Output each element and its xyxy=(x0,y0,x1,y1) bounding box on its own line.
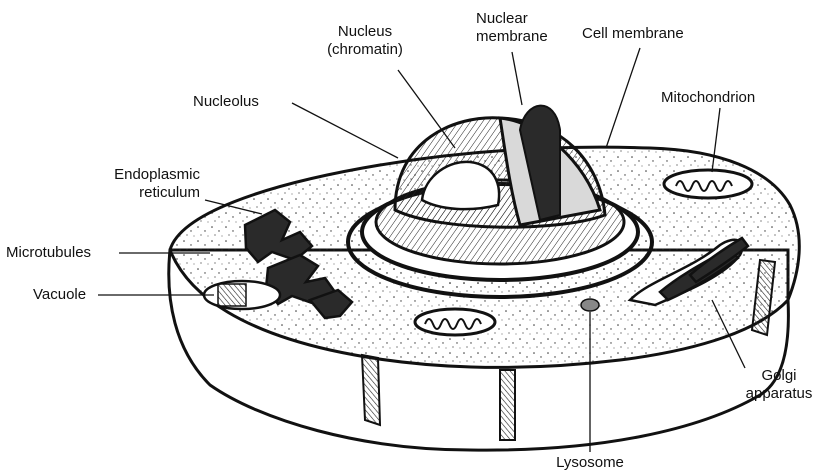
label-cell-membrane-text: Cell membrane xyxy=(582,25,684,42)
label-er-line2: reticulum xyxy=(68,184,200,202)
label-golgi-apparatus: Golgi apparatus xyxy=(733,367,825,403)
label-nucleolus-text: Nucleolus xyxy=(193,93,259,110)
leader-nucleolus xyxy=(292,103,398,158)
label-lysosome-text: Lysosome xyxy=(556,454,624,471)
lysosome-shape xyxy=(581,299,599,311)
mitochondrion-shape-lower xyxy=(415,309,495,335)
label-nuclear-membrane-line2: membrane xyxy=(476,28,548,46)
label-nucleus-chromatin: Nucleus (chromatin) xyxy=(313,23,417,59)
label-nucleus-line2: (chromatin) xyxy=(313,41,417,59)
label-nuclear-membrane-line1: Nuclear xyxy=(476,10,548,28)
label-mitochondrion: Mitochondrion xyxy=(661,89,755,107)
nucleus-shape xyxy=(348,106,652,297)
label-mitochondrion-text: Mitochondrion xyxy=(661,89,755,106)
leader-nuclear-membrane xyxy=(512,52,522,105)
vacuole-shape xyxy=(204,281,280,309)
label-microtubules-text: Microtubules xyxy=(6,244,91,261)
label-nucleus-line1: Nucleus xyxy=(313,23,417,41)
mitochondrion-shape-upper xyxy=(664,170,752,198)
label-cell-membrane: Cell membrane xyxy=(582,25,684,43)
label-lysosome: Lysosome xyxy=(540,454,640,472)
label-golgi-line2: apparatus xyxy=(733,385,825,403)
label-nuclear-membrane: Nuclear membrane xyxy=(476,10,548,46)
leader-cell-membrane xyxy=(606,48,640,148)
label-endoplasmic-reticulum: Endoplasmic reticulum xyxy=(68,166,200,202)
label-microtubules: Microtubules xyxy=(6,244,91,262)
label-golgi-line1: Golgi xyxy=(733,367,825,385)
label-vacuole: Vacuole xyxy=(33,286,86,304)
leader-nucleus xyxy=(398,70,455,148)
label-vacuole-text: Vacuole xyxy=(33,286,86,303)
label-er-line1: Endoplasmic xyxy=(68,166,200,184)
label-nucleolus: Nucleolus xyxy=(193,93,259,111)
